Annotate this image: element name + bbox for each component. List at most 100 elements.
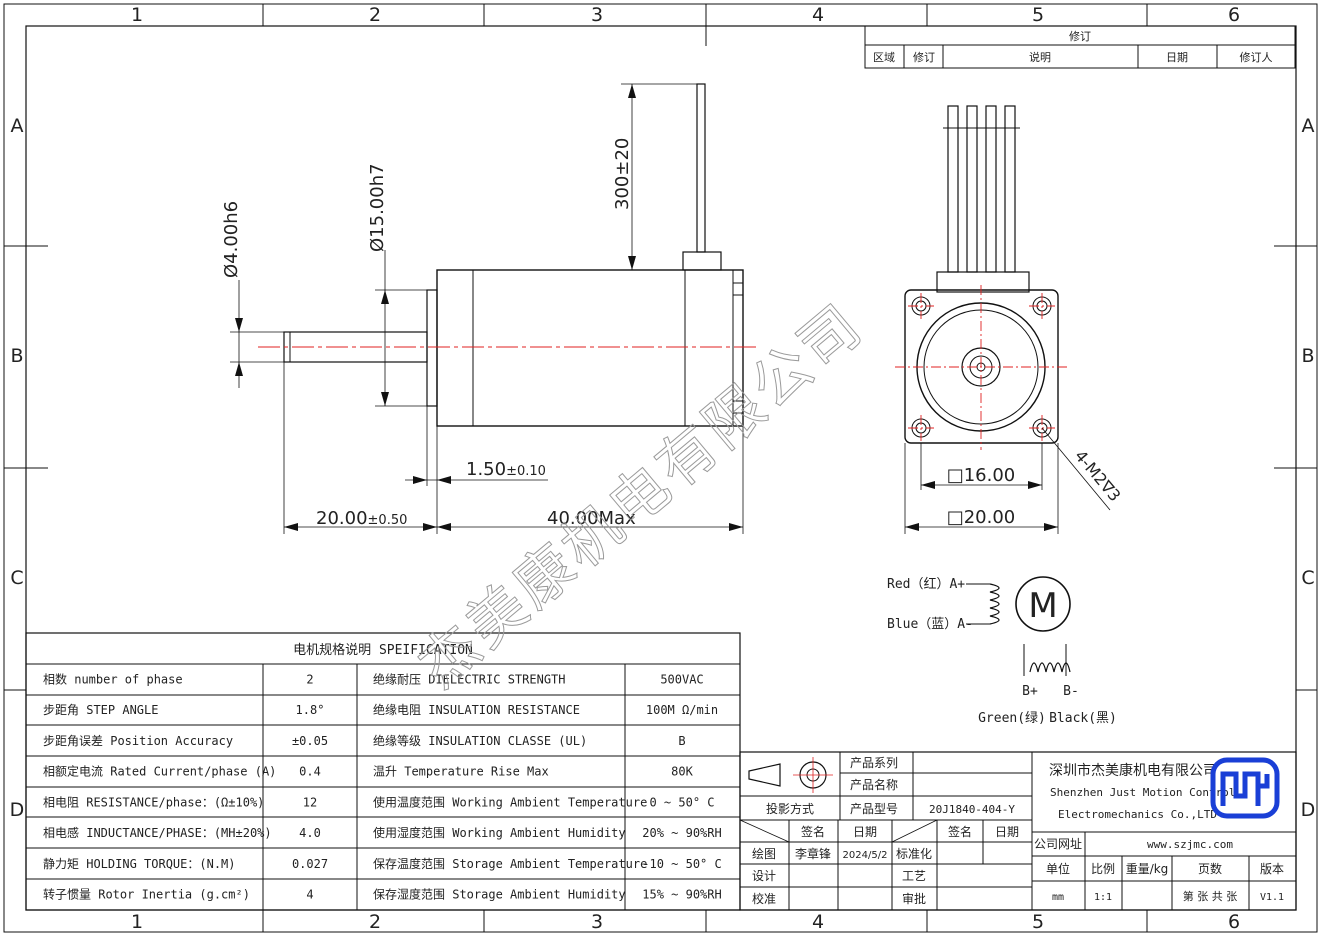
spec-param-label: 相电阻 RESISTANCE/phase：(Ω±10%) — [43, 795, 264, 809]
wire-black-label: Black(黑) — [1049, 711, 1117, 726]
spec-title: 电机规格说明 SPEIFICATION — [293, 642, 473, 658]
dim-mount-holes: 4-M2∇3 — [1071, 446, 1125, 505]
process-label: 工艺 — [902, 869, 926, 883]
dim-pilot-dia: Ø15.00h7 — [367, 163, 388, 252]
spec-param-label: 静力矩 HOLDING TORQUE：(N.M) — [43, 857, 236, 871]
pages-value: 第 张 共 张 — [1183, 889, 1238, 903]
revision-header: 修订人 — [1240, 50, 1273, 64]
product-model-value: 20J1840-404-Y — [929, 803, 1015, 816]
row-label: B — [10, 345, 23, 367]
title-block: 产品系列 产品名称 投影方式 产品型号 20J1840-404-Y 签名 日期 … — [739, 751, 1297, 911]
row-label: D — [10, 799, 25, 821]
product-series-label: 产品系列 — [850, 756, 898, 770]
col-label: 2 — [369, 911, 381, 933]
motor-symbol-label: M — [1028, 586, 1057, 626]
spec-param-value: ±0.05 — [292, 734, 328, 748]
spec-param-label: 保存温度范围 Storage Ambient Temperature — [373, 856, 647, 871]
scale-label: 比例 — [1091, 862, 1115, 876]
col-label: 5 — [1032, 911, 1044, 933]
spec-param-value: 15% ~ 90%RH — [642, 888, 721, 902]
spec-param-label: 绝缘电阻 INSULATION RESISTANCE — [373, 702, 580, 717]
spec-param-value: 0 ~ 50° C — [649, 795, 714, 809]
spec-param-value: 20% ~ 90%RH — [642, 826, 721, 840]
wire-green-label: Green(绿) — [978, 711, 1046, 726]
dim-hole-spacing: □16.00 — [947, 465, 1016, 486]
scale-value: 1:1 — [1094, 892, 1112, 903]
col-label: 6 — [1228, 4, 1240, 26]
spec-param-label: 温升 Temperature Rise Max — [373, 765, 549, 779]
spec-param-value: 12 — [303, 795, 317, 809]
company-logo — [1210, 757, 1280, 819]
website-label: 公司网址 — [1034, 837, 1082, 851]
col-label: 1 — [131, 911, 143, 933]
spec-param-label: 使用温度范围 Working Ambient Temperature — [373, 794, 647, 809]
dim-lead-length: 300±20 — [612, 138, 633, 210]
company-name-en-1: Shenzhen Just Motion Control — [1050, 786, 1235, 799]
row-label: D — [1301, 799, 1316, 821]
wire-b-minus-label: B- — [1063, 684, 1079, 699]
spec-param-label: 使用湿度范围 Working Ambient Humidity — [373, 825, 626, 840]
date-label: 日期 — [853, 825, 877, 839]
spec-param-label: 相额定电流 Rated Current/phase (A) — [43, 764, 276, 779]
dim-shaft-len: 20.00±0.50 — [316, 508, 407, 529]
spec-table: 电机规格说明 SPEIFICATION 相数 number of phase 2 绝… — [25, 632, 741, 911]
version-label: 版本 — [1260, 862, 1284, 876]
row-label: C — [10, 567, 23, 589]
unit-value: mm — [1052, 892, 1064, 903]
spec-param-value: 500VAC — [660, 672, 703, 686]
coil-a — [989, 583, 1000, 625]
spec-param-label: 相数 number of phase — [43, 671, 183, 686]
projection-label: 投影方式 — [766, 801, 814, 816]
check-label: 校准 — [752, 891, 776, 906]
spec-param-label: 步距角 STEP ANGLE — [43, 703, 158, 717]
pilot — [426, 289, 438, 407]
col-label: 1 — [131, 4, 143, 26]
spec-param-value: 4 — [306, 888, 313, 902]
wire-1 — [947, 105, 959, 273]
row-label: A — [11, 115, 24, 137]
col-label: 2 — [369, 4, 381, 26]
dim-frame-size: □20.00 — [947, 507, 1016, 528]
col-label: 5 — [1032, 4, 1044, 26]
weight-label: 重量/kg — [1126, 862, 1169, 876]
standardize-label: 标准化 — [896, 847, 932, 861]
coil-b — [1029, 662, 1071, 673]
spec-param-label: 保存湿度范围 Storage Ambient Humidity — [373, 887, 626, 902]
drawn-by: 李章锋 — [795, 846, 831, 861]
wire-a-minus-label: Blue（蓝）A- — [887, 617, 973, 632]
spec-param-value: 80K — [671, 765, 693, 779]
spec-param-label: 相电感 INDUCTANCE/PHASE：(MH±20%) — [43, 825, 272, 840]
motor-side-view: 300±20 Ø15.00h7 Ø4.00h6 1.50±0.10 20.00±… — [221, 83, 760, 534]
col-label: 3 — [591, 4, 603, 26]
spec-param-label: 绝缘等级 INSULATION CLASSE (UL) — [373, 733, 587, 748]
col-label: 4 — [812, 4, 824, 26]
revision-table: 修订 区域 修订 说明 日期 修订人 — [864, 25, 1296, 69]
row-label: B — [1301, 345, 1314, 367]
projection-symbol — [748, 757, 833, 793]
revision-header: 修订 — [913, 50, 935, 64]
website-value: www.szjmc.com — [1147, 838, 1233, 851]
spec-param-value: B — [678, 734, 685, 748]
col-label: 4 — [812, 911, 824, 933]
front-flange — [904, 289, 1059, 444]
motor-symbol — [1015, 576, 1071, 632]
revision-header: 日期 — [1166, 51, 1188, 64]
version-value: V1.1 — [1260, 892, 1284, 903]
wire-2 — [966, 105, 978, 273]
product-name-label: 产品名称 — [850, 777, 898, 792]
spec-param-value: 100M Ω/min — [646, 703, 718, 717]
col-label: 3 — [591, 911, 603, 933]
motor-front-view: 4-M2∇3 □16.00 □20.00 — [895, 105, 1125, 534]
design-label: 设计 — [752, 869, 776, 883]
dim-shaft-dia: Ø4.00h6 — [221, 201, 242, 278]
dim-body-len: 40.00Max — [547, 508, 636, 529]
sign-label: 签名 — [801, 824, 825, 839]
product-model-label: 产品型号 — [850, 802, 898, 816]
wire-exit-block — [936, 271, 1030, 293]
spec-param-value: 2 — [306, 672, 313, 686]
spec-param-label: 转子惯量 Rotor Inertia (g.cm²) — [43, 887, 250, 902]
spec-param-label: 绝缘耐压 DIELECTRIC STRENGTH — [373, 671, 566, 686]
spec-param-value: 0.4 — [299, 765, 321, 779]
row-label: A — [1302, 115, 1315, 137]
